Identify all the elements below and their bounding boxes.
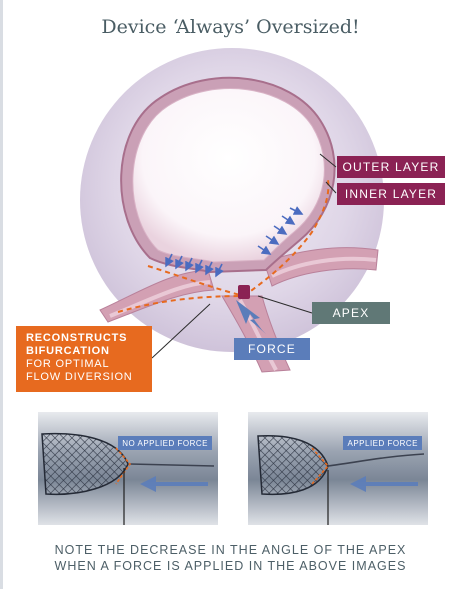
device-outline — [117, 179, 330, 313]
reconstructs-callout: RECONSTRUCTS BIFURCATION FOR OPTIMAL FLO… — [16, 326, 152, 392]
applied-force-tag: APPLIED FORCE — [343, 436, 422, 450]
photo-no-applied-force: NO APPLIED FORCE — [38, 412, 218, 525]
no-applied-force-tag: NO APPLIED FORCE — [118, 436, 212, 450]
force-arrow — [236, 300, 266, 334]
apex-marker — [238, 285, 250, 299]
right-force-arrows — [257, 206, 304, 255]
left-force-arrows — [165, 253, 224, 278]
note-line-2: WHEN A FORCE IS APPLIED IN THE ABOVE IMA… — [54, 559, 407, 573]
callout-line-1: RECONSTRUCTS — [26, 332, 128, 344]
leader-lines — [151, 153, 337, 359]
left-frame-border — [0, 0, 3, 589]
aneurysm-sac — [120, 76, 336, 274]
caption-note: NOTE THE DECREASE IN THE ANGLE OF THE AP… — [0, 542, 461, 574]
photo-left-illustration — [38, 412, 218, 525]
page-title: Device ‘Always’ Oversized! — [101, 16, 360, 38]
force-label: FORCE — [234, 338, 310, 360]
callout-line-2: BIFURCATION — [26, 345, 110, 357]
callout-line-3: FOR OPTIMAL — [26, 358, 110, 370]
note-line-1: NOTE THE DECREASE IN THE ANGLE OF THE AP… — [54, 543, 407, 557]
callout-line-4: FLOW DIVERSION — [26, 371, 133, 383]
photo-applied-force: APPLIED FORCE — [248, 412, 428, 525]
outer-layer-label: OUTER LAYER — [337, 156, 445, 178]
inner-layer-label: INNER LAYER — [337, 183, 445, 205]
photo-right-illustration — [248, 412, 428, 525]
apex-label: APEX — [312, 302, 390, 324]
